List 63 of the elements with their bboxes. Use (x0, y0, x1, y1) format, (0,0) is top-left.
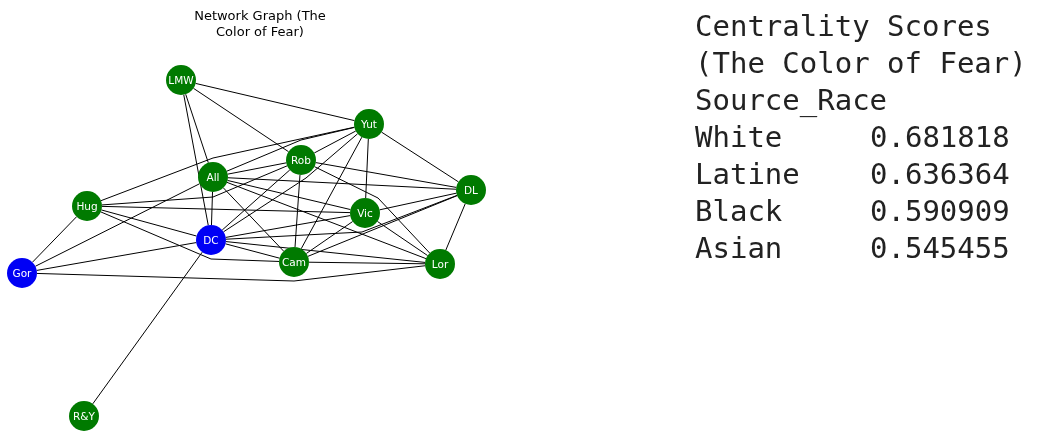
graph-node-circle: Hug (72, 191, 102, 221)
table-title: Centrality Scores (The Color of Fear) (695, 8, 1028, 82)
race-label: Asian (695, 230, 783, 267)
graph-node-circle: Cam (279, 247, 309, 277)
table-header: Source_Race (695, 82, 888, 119)
race-label: Black (695, 193, 783, 230)
network-edge (307, 195, 458, 257)
score-value: 0.545455 (870, 230, 1010, 267)
network-edge (185, 93, 209, 164)
graph-node-circle: DC (196, 225, 226, 255)
network-edge (223, 133, 359, 233)
network-edge (379, 192, 457, 211)
network-edge (225, 194, 458, 240)
chart-title: Network Graph (The Color of Fear) (193, 8, 327, 40)
network-edge (376, 220, 429, 257)
graph-node-circle: R&Y (69, 401, 99, 431)
network-edge (308, 261, 426, 265)
network-edge (36, 265, 426, 282)
network-edge (294, 174, 301, 248)
network-edge (381, 131, 459, 183)
network-edge (445, 203, 466, 251)
race-label: White (695, 119, 783, 156)
graph-node-circle: DL (456, 175, 486, 205)
score-value: 0.681818 (870, 119, 1010, 156)
network-edge (313, 130, 357, 154)
network-edge (193, 87, 289, 153)
graph-node-circle: Vic (350, 198, 380, 228)
network-edge (227, 177, 457, 190)
network-edge (34, 183, 201, 267)
network-edge (225, 215, 351, 238)
network-edge (300, 136, 363, 250)
network-edge (365, 138, 369, 199)
network-edge (100, 211, 280, 262)
graph-node-circle: Yut (354, 109, 384, 139)
network-edge (305, 221, 354, 254)
network-edge (225, 243, 280, 259)
network-edge (227, 179, 351, 211)
network-edge (313, 166, 431, 254)
network-edge (100, 209, 198, 237)
score-value: 0.636364 (870, 156, 1010, 193)
network-edge (221, 169, 291, 231)
network-edge (226, 181, 427, 260)
network-edge (101, 205, 351, 214)
network-edge (225, 241, 426, 263)
network-edge (31, 216, 78, 263)
network-edge (222, 187, 285, 252)
graph-node-circle: Rob (286, 145, 316, 175)
network-edge (183, 94, 209, 226)
race-label: Latine (695, 156, 800, 193)
graph-node-circle: LMW (166, 65, 196, 95)
score-value: 0.590909 (870, 193, 1010, 230)
network-edge (101, 165, 288, 206)
network-edge (227, 162, 287, 175)
network-edge (315, 162, 457, 188)
graph-node-circle: Gor (7, 258, 37, 288)
network-edge (36, 242, 197, 271)
network-edge (211, 191, 213, 226)
graph-node-circle: Lor (425, 249, 455, 279)
graph-node-circle: All (198, 162, 228, 192)
network-edge (195, 82, 355, 122)
network-edge (100, 126, 355, 202)
network-edge (92, 251, 203, 405)
network-edge (226, 126, 355, 172)
